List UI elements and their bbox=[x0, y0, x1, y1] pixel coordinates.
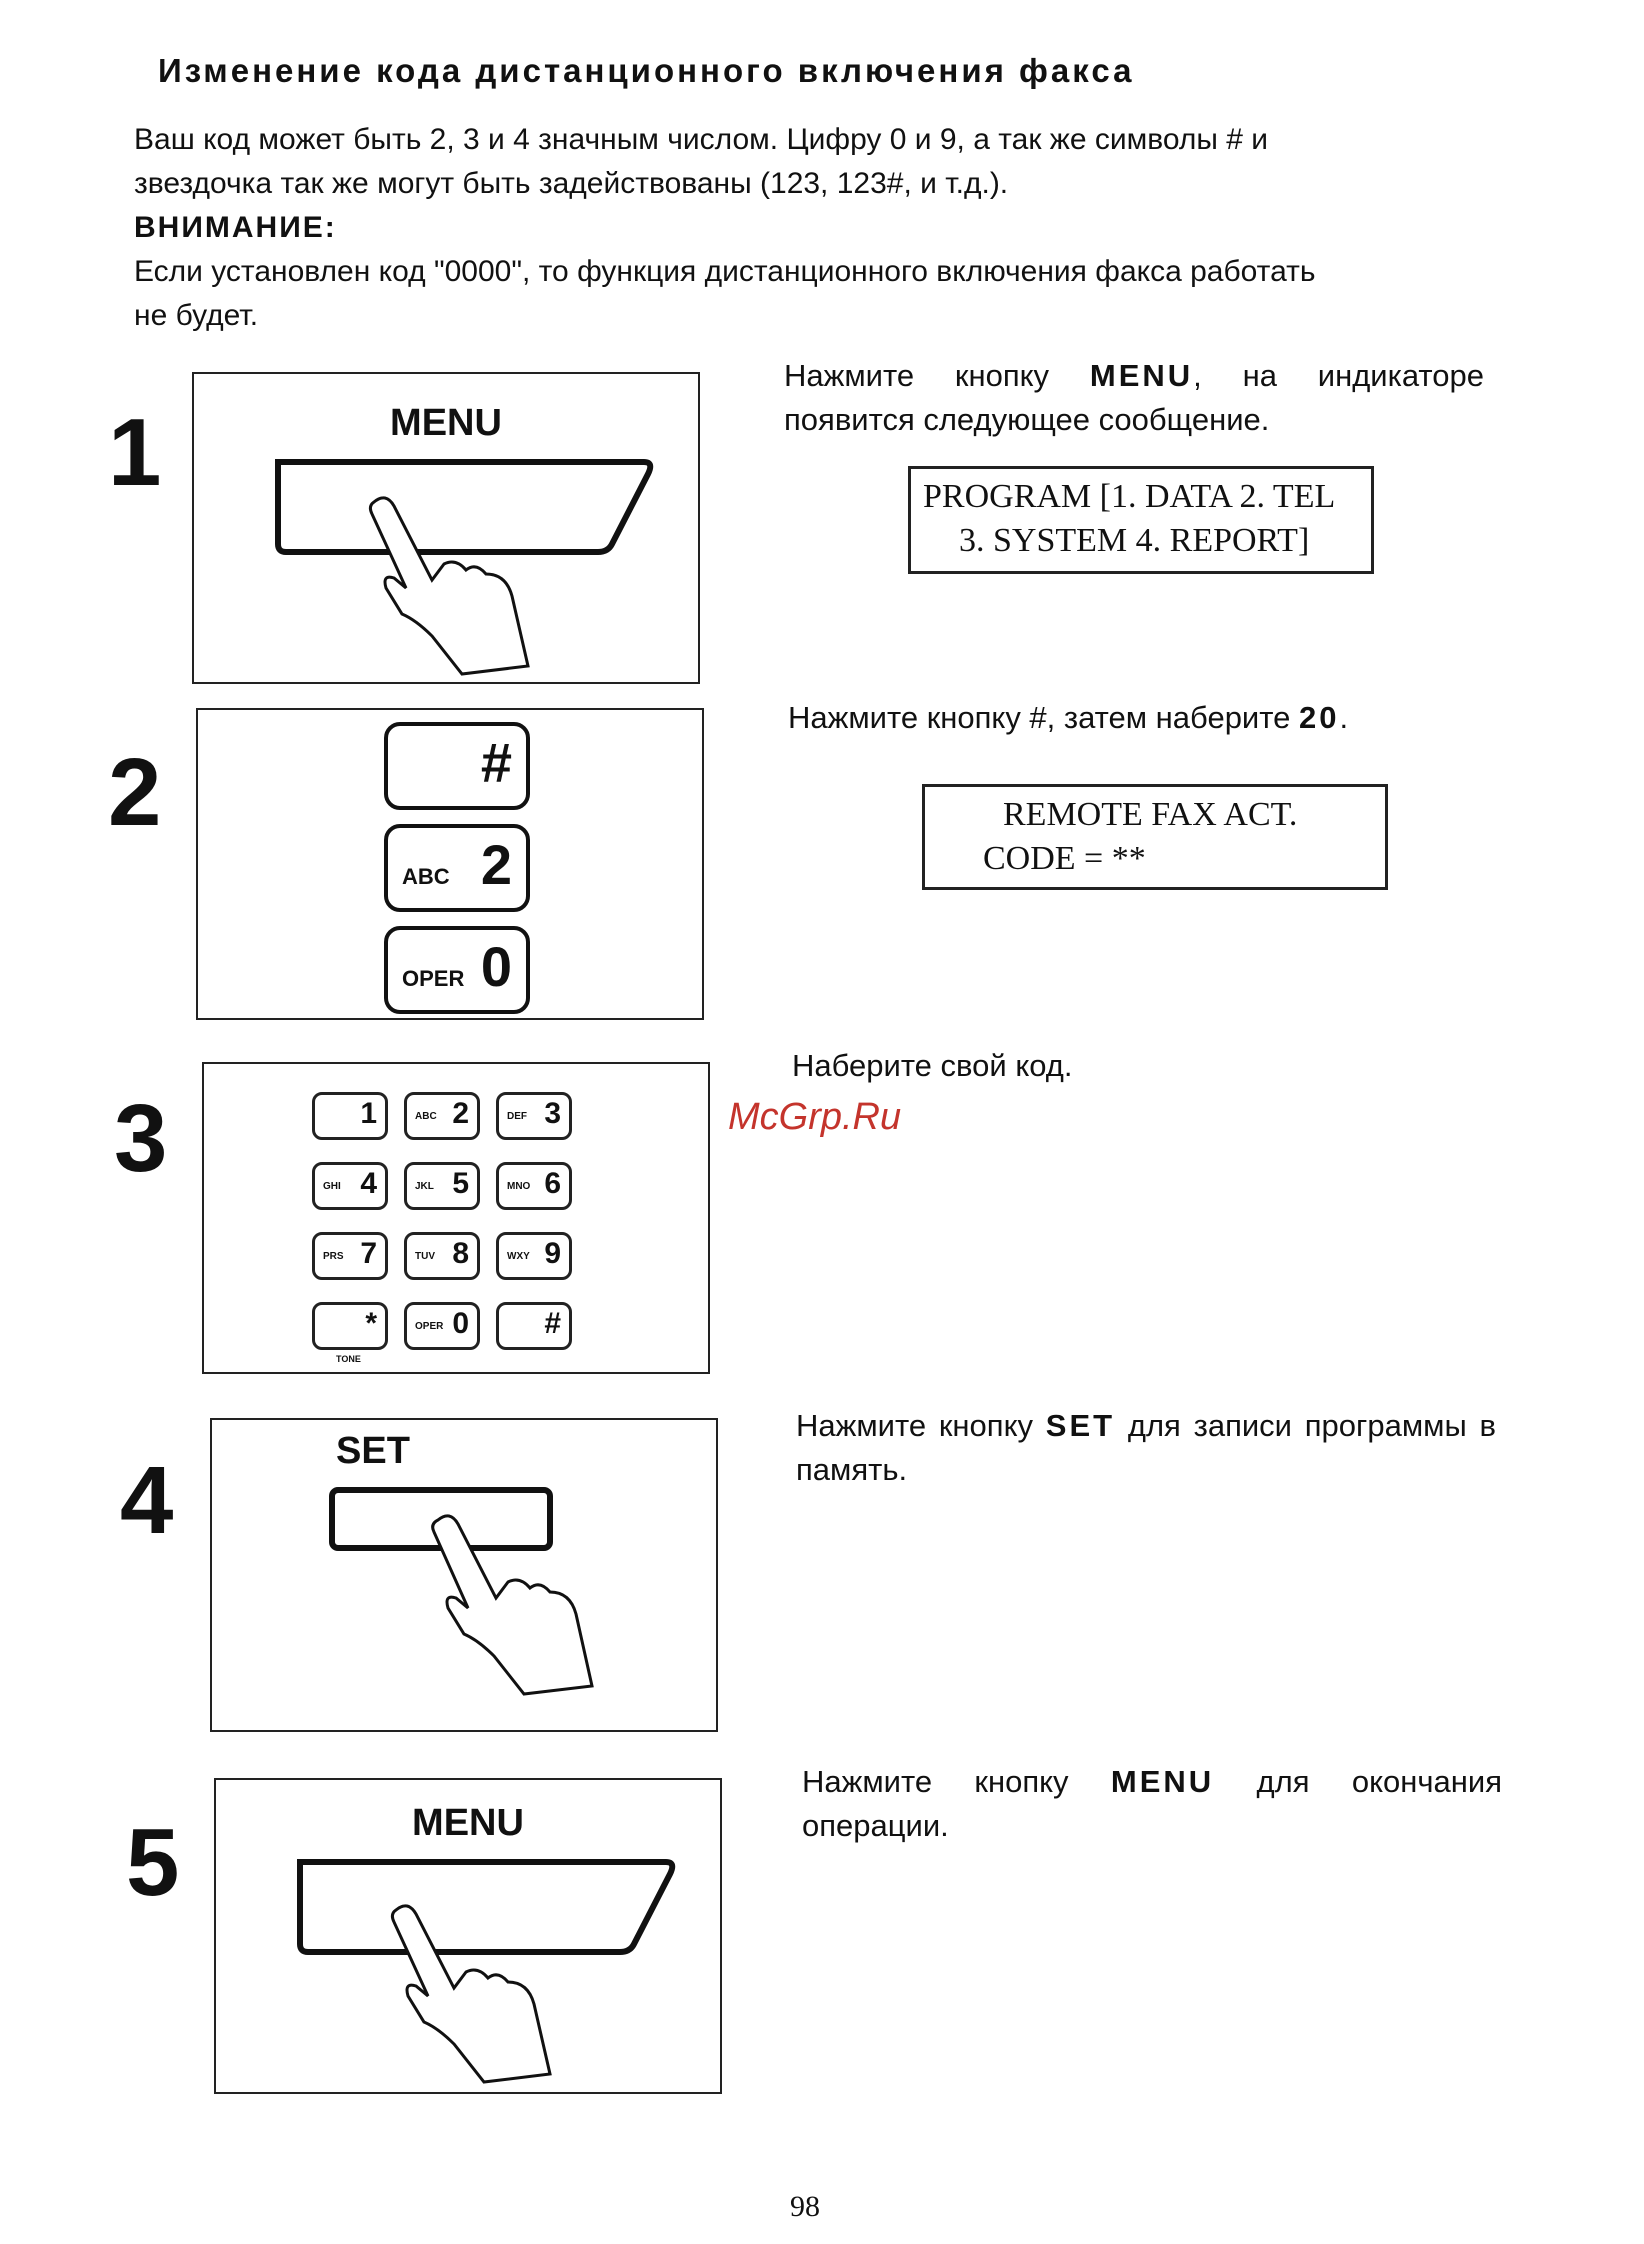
set-button-label: SET bbox=[336, 1430, 410, 1472]
tone-label: TONE bbox=[336, 1354, 361, 1364]
step-5-number: 5 bbox=[126, 1809, 180, 1916]
key-0: OPER 0 bbox=[384, 926, 530, 1014]
menu-button-illustration bbox=[275, 459, 654, 676]
pointing-hand-icon bbox=[390, 1904, 552, 2084]
step-4-number: 4 bbox=[120, 1447, 174, 1554]
menu-button-label: MENU bbox=[412, 1802, 524, 1844]
intro-text: Ваш код может быть 2, 3 и 4 значным числ… bbox=[134, 118, 1494, 338]
keypad-key-1: 1 bbox=[312, 1092, 388, 1140]
menu-button-illustration bbox=[297, 1859, 676, 2084]
step-5-instruction: Нажмите кнопку MENU для окончания операц… bbox=[802, 1764, 1502, 1843]
intro-line-1: Ваш код может быть 2, 3 и 4 значным числ… bbox=[134, 123, 1269, 156]
step-2-instruction: Нажмите кнопку #, затем наберите 20. bbox=[788, 700, 1349, 735]
watermark-link[interactable]: McGrp.Ru bbox=[728, 1096, 902, 1138]
step-3-number: 3 bbox=[114, 1085, 168, 1192]
step-2-number: 2 bbox=[108, 739, 162, 846]
keypad-key-hash: # bbox=[496, 1302, 572, 1350]
menu-button-label: MENU bbox=[390, 402, 502, 444]
warning-text-2: не будет. bbox=[134, 299, 259, 332]
step-2-display: REMOTE FAX ACT. CODE = ** bbox=[922, 784, 1388, 890]
step-4-instruction: Нажмите кнопку SET для записи программы … bbox=[796, 1408, 1496, 1487]
keypad-key-star: * bbox=[312, 1302, 388, 1350]
step-1-panel: MENU bbox=[192, 372, 700, 684]
set-button-illustration bbox=[329, 1487, 594, 1696]
key-2: ABC 2 bbox=[384, 824, 530, 912]
display-line-2: CODE = ** bbox=[983, 840, 1146, 877]
step-1-display: PROGRAM [1. DATA 2. TEL 3. SYSTEM 4. REP… bbox=[908, 466, 1374, 574]
pointing-hand-icon bbox=[368, 496, 530, 676]
warning-text-1: Если установлен код "0000", то функция д… bbox=[134, 255, 1316, 288]
step-5-panel: MENU bbox=[214, 1778, 722, 2094]
step-3-instruction: Наберите свой код. bbox=[792, 1048, 1073, 1083]
pointing-hand-icon bbox=[431, 1514, 594, 1696]
display-line-2: 3. SYSTEM 4. REPORT] bbox=[959, 522, 1310, 559]
page-number: 98 bbox=[790, 2190, 820, 2223]
page-title: Изменение кода дистанционного включения … bbox=[158, 52, 1135, 89]
step-1-number: 1 bbox=[108, 399, 162, 506]
intro-line-2: звездочка так же могут быть задействован… bbox=[134, 167, 1009, 200]
display-line-1: REMOTE FAX ACT. bbox=[1003, 796, 1298, 833]
step-1-instruction: Нажмите кнопку MENU, на индикаторе появи… bbox=[784, 358, 1485, 437]
display-line-1: PROGRAM [1. DATA 2. TEL bbox=[923, 478, 1336, 515]
hash-key: # bbox=[384, 722, 530, 810]
warning-label: ВНИМАНИЕ: bbox=[134, 211, 337, 244]
step-2-panel: # ABC 2 OPER 0 bbox=[196, 708, 704, 1020]
step-4-panel: SET bbox=[210, 1418, 718, 1732]
